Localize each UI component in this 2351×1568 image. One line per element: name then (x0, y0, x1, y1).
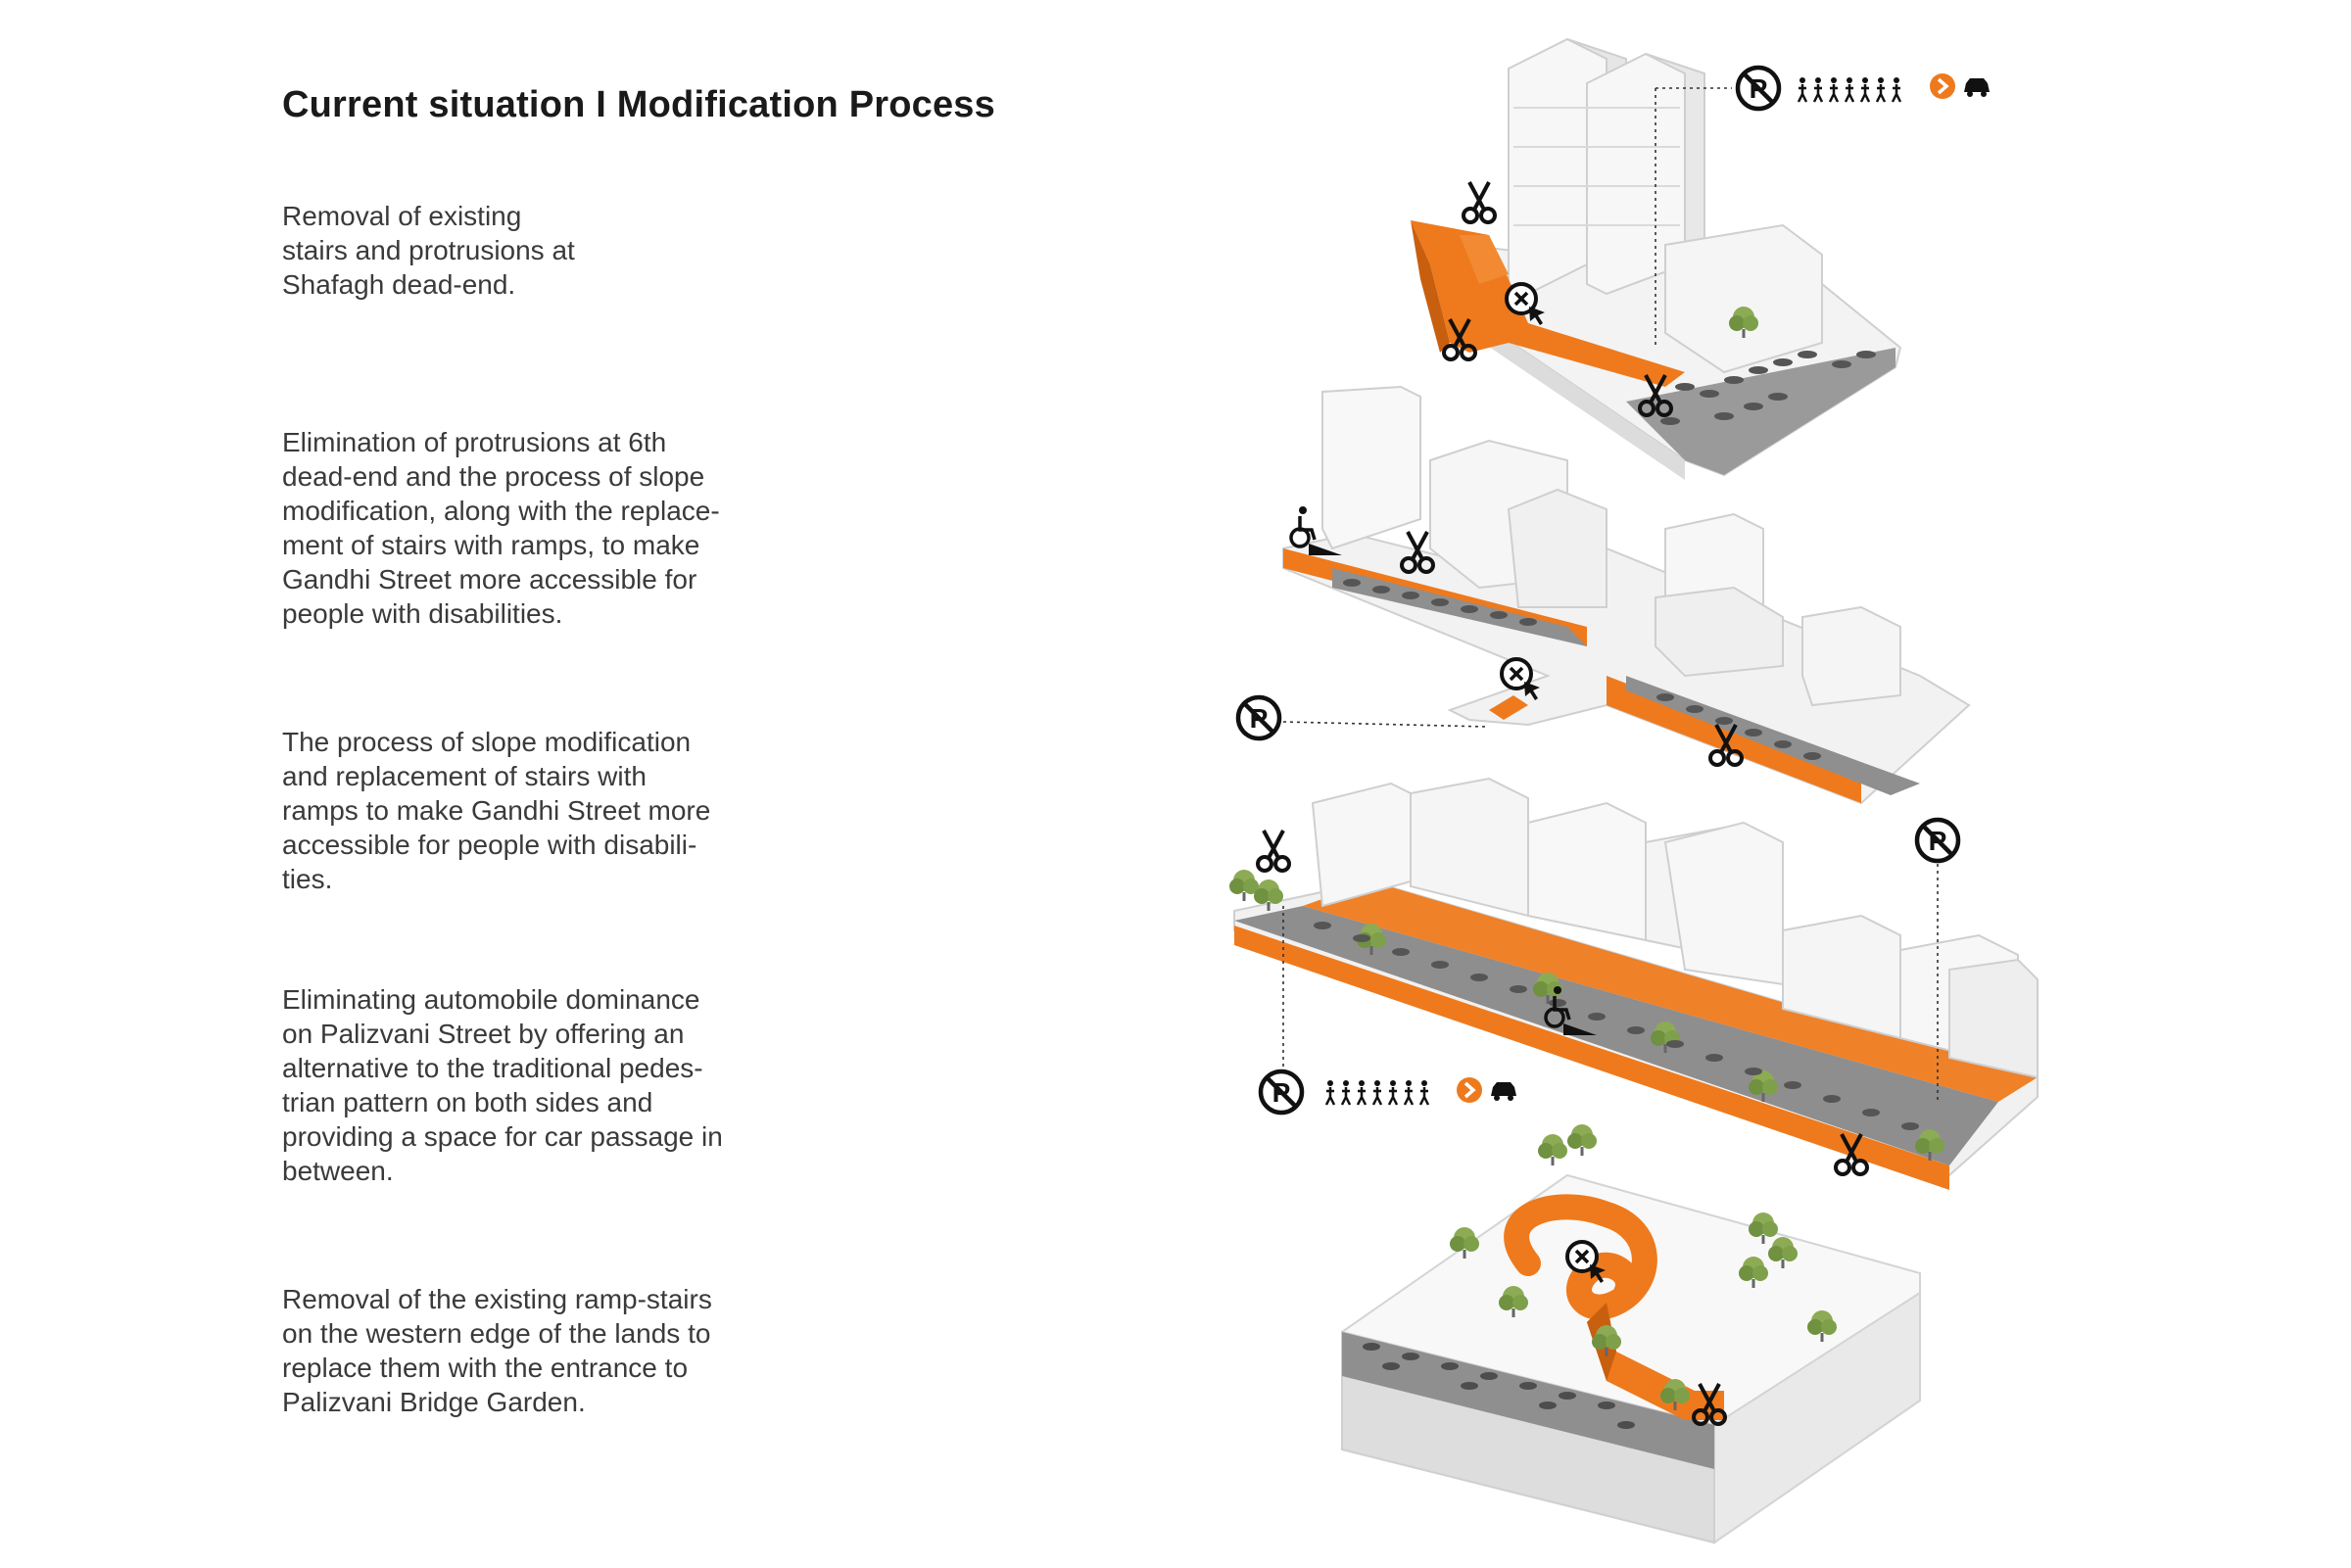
tree-icon (1538, 1134, 1567, 1165)
step-4-description: Eliminating automobile dominance on Pali… (282, 984, 723, 1186)
page-title: Current situation I Modification Process (282, 84, 995, 125)
no-parking-icon (1917, 820, 1958, 861)
block-2-6th-dead-end (1238, 385, 1971, 805)
block-3-palizvani-street (1229, 777, 2039, 1190)
no-parking-icon (1738, 68, 1779, 109)
arrow-right-circle-icon (1457, 1077, 1482, 1103)
car-icon (1964, 78, 1990, 97)
step-2-description: Elimination of protrusions at 6th dead-e… (282, 427, 720, 629)
pedestrian-group-icon (1797, 75, 1902, 104)
step-5-description: Removal of the existing ramp-stairs on t… (282, 1284, 712, 1417)
scissors-icon (1256, 829, 1291, 873)
scissors-icon (1462, 180, 1497, 224)
block-4-palizvani-bridge-garden (1341, 1124, 1921, 1544)
block-1-shafagh-dead-end (1411, 37, 1990, 480)
step-1-description: Removal of existing stairs and protrusio… (282, 201, 575, 300)
no-parking-icon (1261, 1071, 1302, 1113)
pedestrian-group-icon (1324, 1078, 1430, 1107)
step-3-description: The process of slope modification and re… (282, 727, 711, 894)
arrow-right-circle-icon (1930, 73, 1955, 99)
tree-icon (1567, 1124, 1597, 1156)
car-icon (1491, 1082, 1516, 1101)
no-parking-icon (1238, 697, 1279, 738)
